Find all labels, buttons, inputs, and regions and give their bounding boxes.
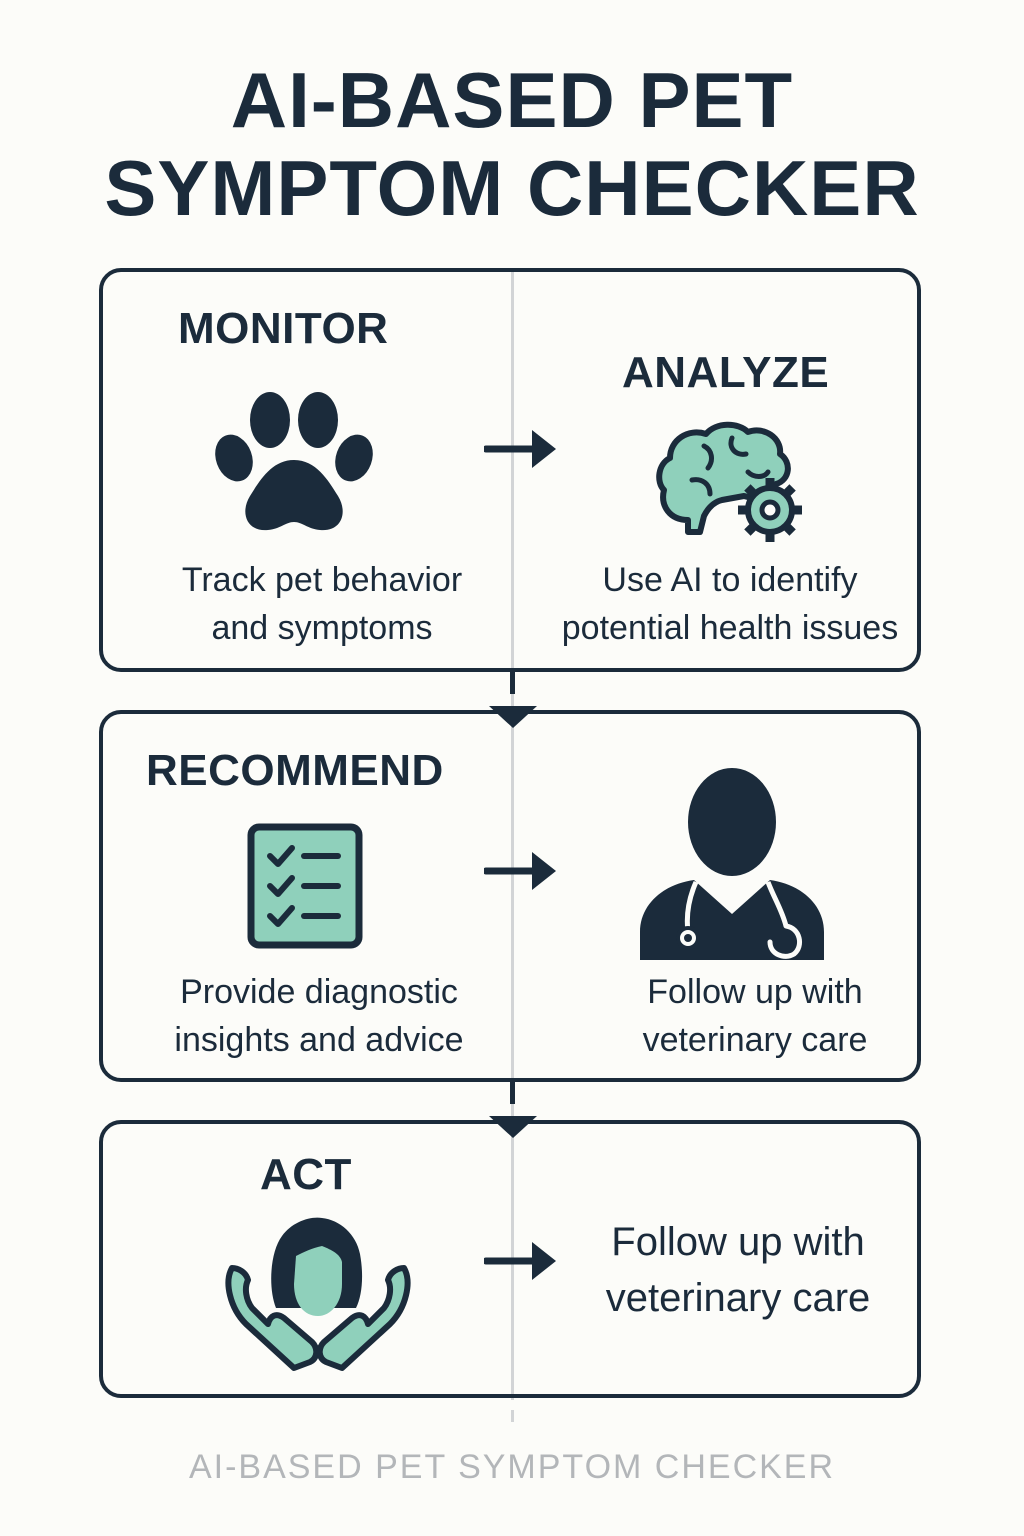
recommend-heading: RECOMMEND — [146, 746, 444, 795]
arrow-right-icon — [484, 1242, 556, 1280]
recommend-desc-line-1: Provide diagnostic — [180, 973, 458, 1011]
center-divider — [511, 272, 514, 1400]
page-title: AI-BASED PET SYMPTOM CHECKER — [0, 56, 1024, 232]
checklist-icon — [247, 823, 363, 949]
followup-desc-line-1: Follow up with — [647, 973, 863, 1011]
veterinarian-icon — [640, 768, 824, 960]
act-heading: ACT — [260, 1150, 352, 1199]
brain-gear-icon — [656, 421, 802, 542]
analyze-heading: ANALYZE — [622, 348, 830, 397]
recommend-description: Provide diagnostic insights and advice — [146, 968, 492, 1064]
footer-caption: AI-BASED PET SYMPTOM CHECKER — [188, 1448, 836, 1486]
followup-description: Follow up with veterinary care — [620, 968, 890, 1064]
analyze-description: Use AI to identify potential health issu… — [540, 556, 920, 652]
panel-monitor-analyze — [99, 268, 921, 672]
act-followup-description: Follow up with veterinary care — [580, 1214, 896, 1326]
recommend-desc-line-2: insights and advice — [174, 1021, 464, 1059]
monitor-heading: MONITOR — [178, 304, 389, 353]
act-followup-desc-line-2: veterinary care — [605, 1276, 871, 1320]
act-followup-desc-line-1: Follow up with — [611, 1220, 865, 1264]
monitor-desc-line-1: Track pet behavior — [181, 561, 463, 599]
title-line-1: AI-BASED PET — [230, 56, 794, 144]
monitor-description: Track pet behavior and symptoms — [160, 556, 484, 652]
arrow-right-icon — [484, 852, 556, 890]
paw-icon — [215, 392, 373, 531]
connector-2-arrowhead — [489, 1116, 537, 1138]
followup-desc-line-2: veterinary care — [642, 1021, 868, 1059]
connector-1 — [510, 672, 515, 694]
center-divider-tail — [511, 1410, 514, 1422]
connector-1-arrowhead — [489, 706, 537, 728]
caring-hands-icon — [225, 1217, 411, 1371]
connector-2 — [510, 1082, 515, 1104]
analyze-desc-line-2: potential health issues — [561, 609, 899, 647]
analyze-desc-line-1: Use AI to identify — [602, 561, 858, 599]
monitor-desc-line-2: and symptoms — [211, 609, 433, 647]
title-line-2: SYMPTOM CHECKER — [104, 144, 920, 232]
arrow-right-icon — [484, 430, 556, 468]
